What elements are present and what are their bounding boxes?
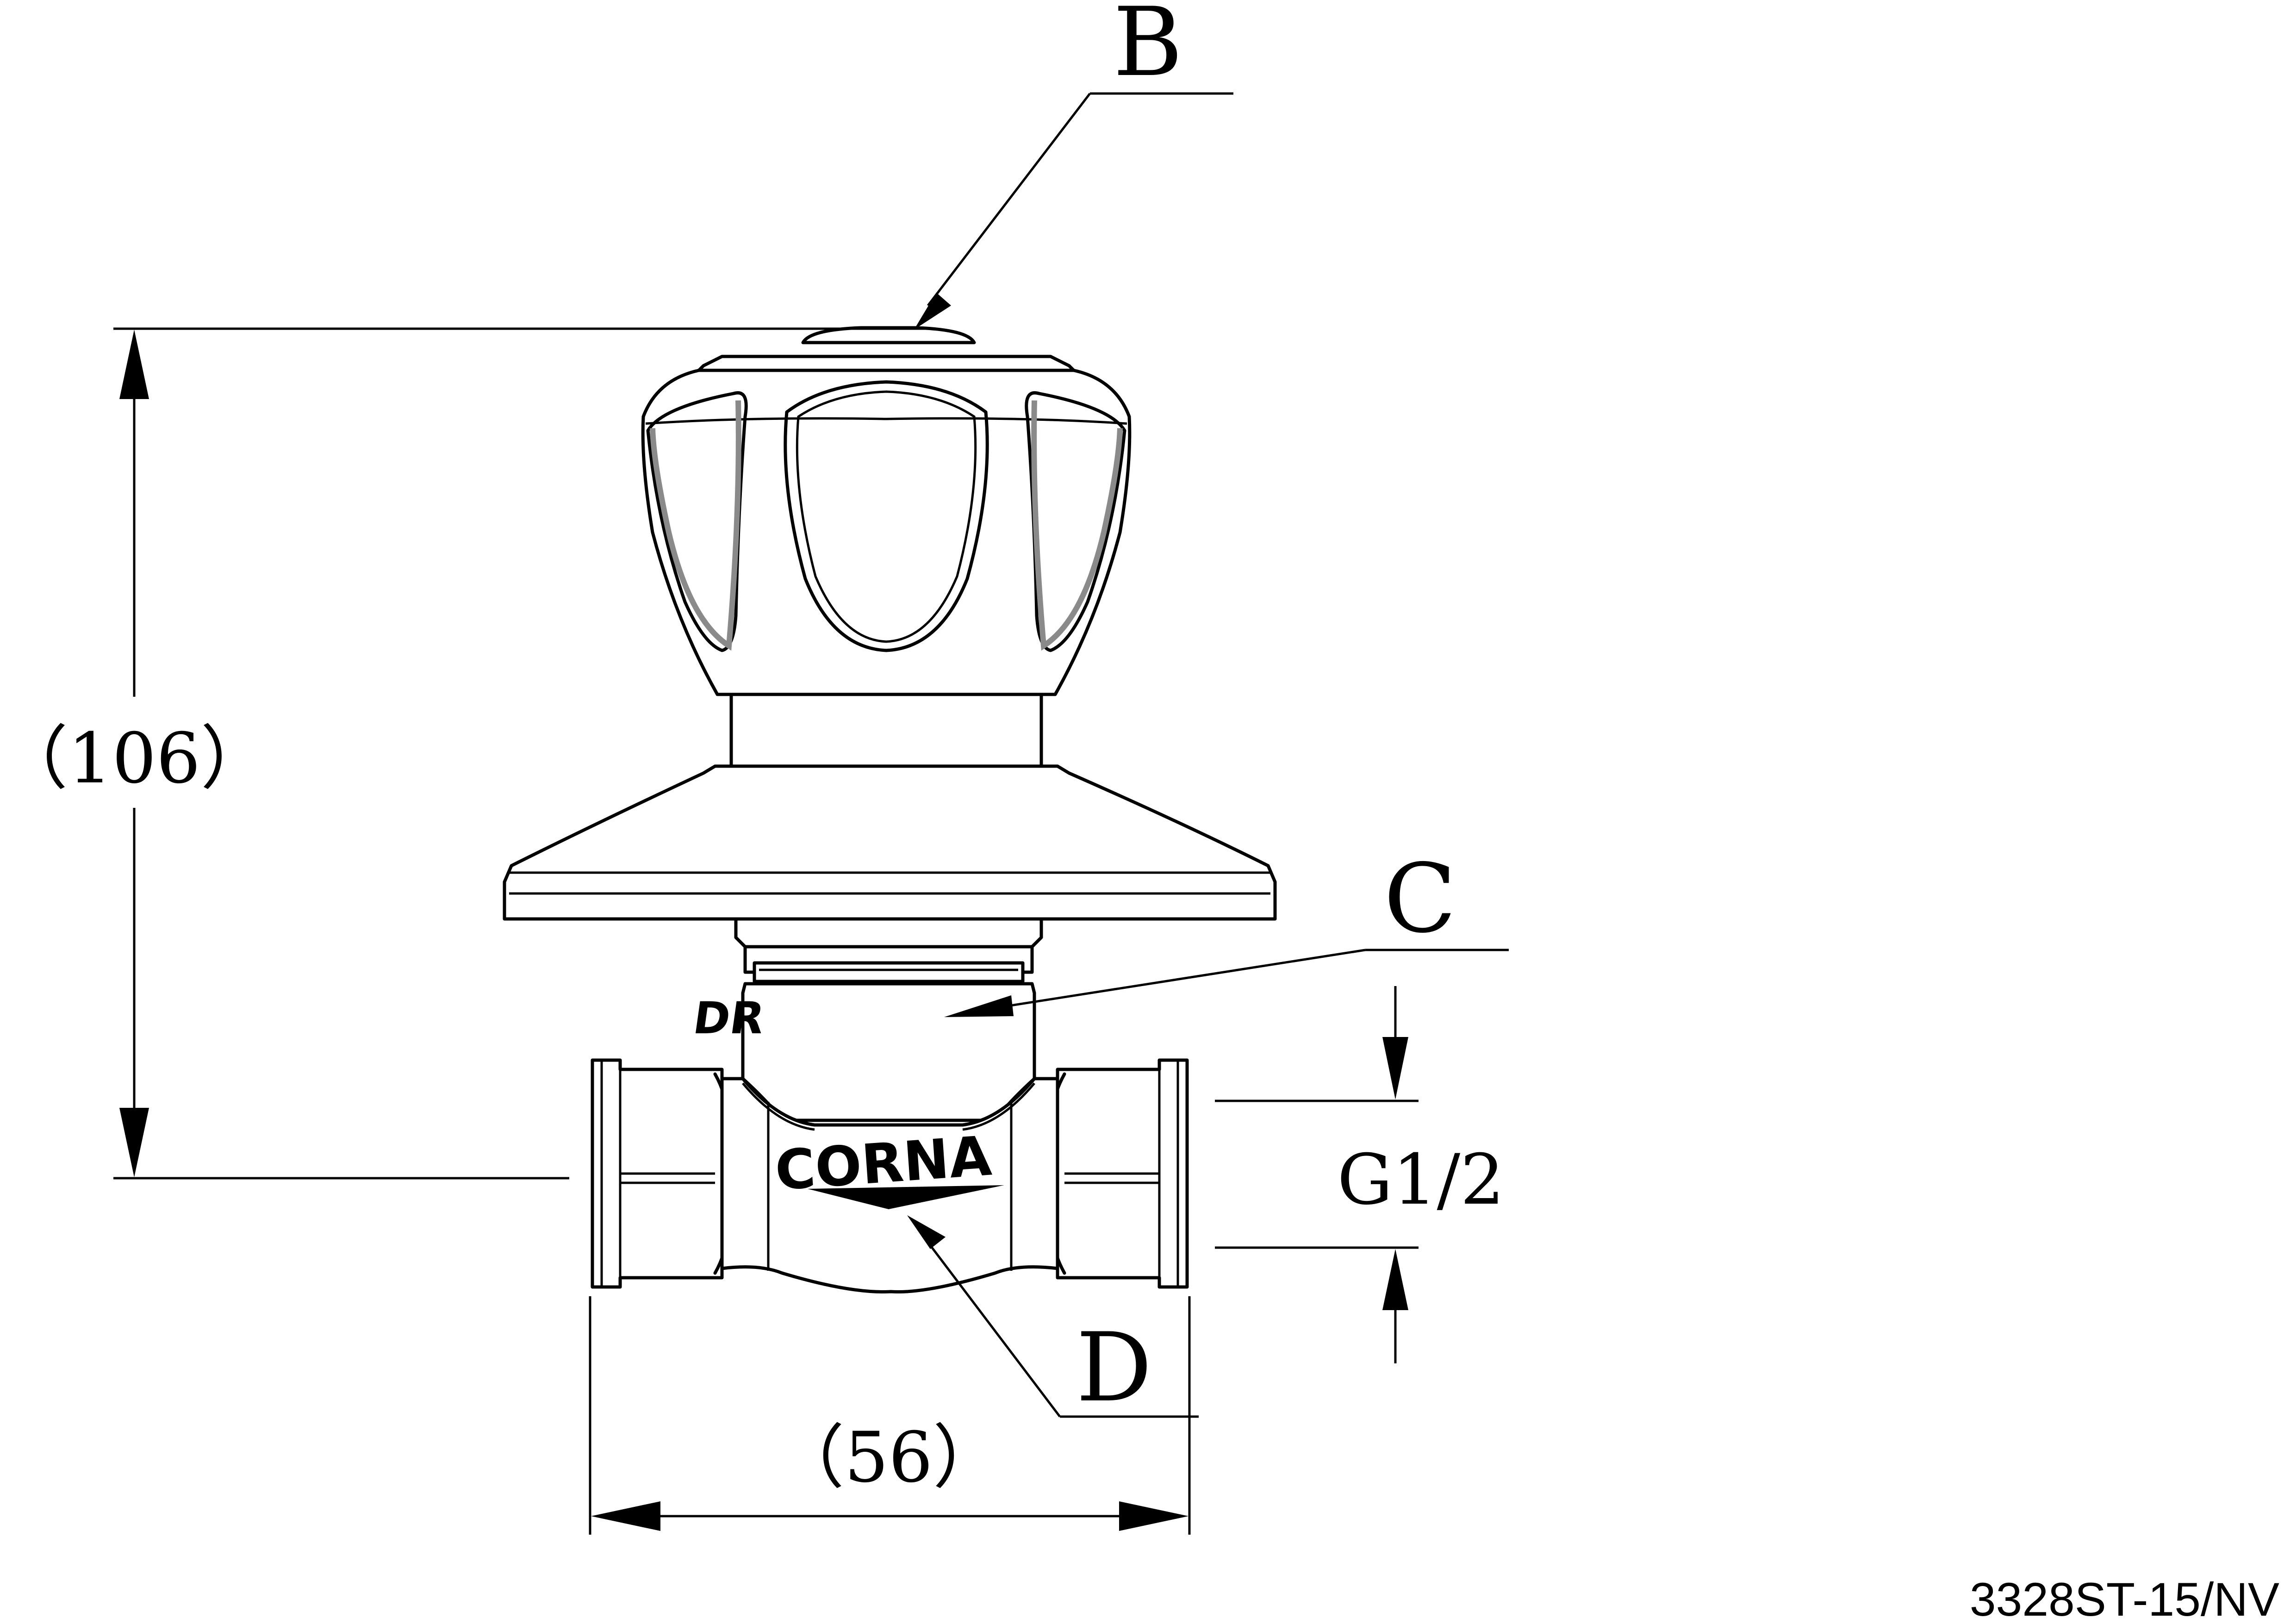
dimension-height: （106）	[0, 327, 926, 1180]
callout-c: C	[944, 844, 1509, 1017]
bonnet-mark-text: DR	[690, 992, 768, 1043]
bonnet	[734, 917, 1043, 1122]
dimension-width-label: （56）	[775, 1418, 1002, 1498]
model-code-text: 3328ST-15/NV	[1970, 1573, 2279, 1624]
valve-body	[591, 991, 1189, 1293]
callout-c-label: C	[1384, 844, 1456, 954]
dimension-height-label: （106）	[0, 718, 270, 799]
callout-b: B	[914, 0, 1233, 330]
dimension-thread: G1/2	[1215, 986, 1505, 1363]
callout-d: D	[907, 1215, 1199, 1423]
dimension-thread-label: G1/2	[1337, 1140, 1504, 1220]
dimension-width: （56）	[589, 1296, 1191, 1535]
escutcheon-plate	[503, 764, 1277, 921]
callout-b-label: B	[1113, 0, 1183, 98]
handle-knob	[641, 326, 1132, 770]
callout-d-label: D	[1076, 1313, 1152, 1423]
